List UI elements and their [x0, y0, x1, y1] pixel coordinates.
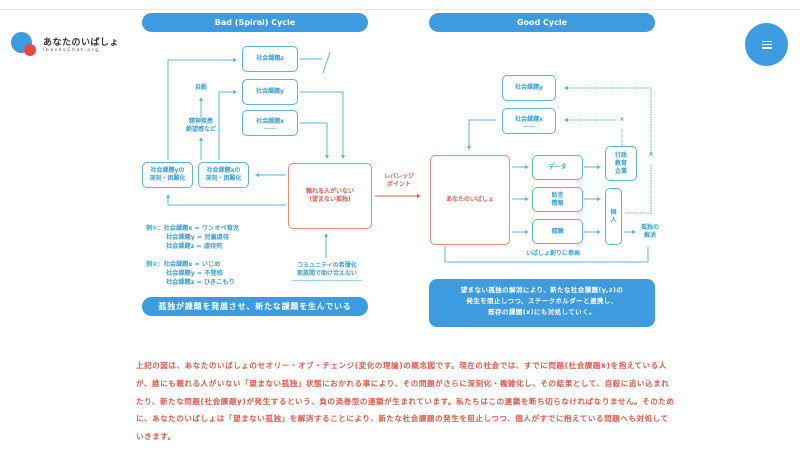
- bad-issue-y-box: 社会課題y: [242, 79, 298, 105]
- bad-issue-z-label: 社会課題z: [256, 55, 284, 62]
- example-2: 例②：社会課題x = いじめ社会課題y = 不登校社会課題z = ひきこもり: [146, 261, 235, 286]
- logo-icon[interactable]: [11, 32, 41, 58]
- bad-issue-z-box: 社会課題z: [242, 46, 298, 72]
- community-label: コミュニティの希薄化家族間で助け合えない: [284, 262, 370, 281]
- participate-label: いばしょ創りに参画: [526, 250, 581, 257]
- hamburger-menu-icon: [761, 40, 772, 49]
- bad-issue-x-label: 社会課題x: [256, 117, 284, 125]
- good-cycle-summary: 望まない孤独の解消により、新たな社会課題(y,z)の 発生を阻止しつつ、ステーク…: [429, 279, 655, 327]
- no-reliance-box: 頼れる人がいない(望まない孤独): [288, 163, 372, 229]
- brand-name[interactable]: あなたのいばしょ: [43, 38, 120, 48]
- cross-mark-1: ×: [619, 116, 625, 123]
- deep-x-box: 社会課題xの深刻・困難化: [198, 162, 249, 188]
- advice-box: 助言情報: [532, 187, 583, 212]
- header-divider: [0, 9, 800, 10]
- cross-mark-2: ×: [648, 151, 654, 158]
- bad-issue-x-box: 社会課題x: [242, 110, 298, 136]
- example-1: 例①：社会課題x = ワンオペ育児社会課題y = 児童虐待社会課題z = 虐待死: [146, 225, 239, 250]
- menu-button[interactable]: [745, 23, 788, 66]
- good-issue-x-box: 社会課題x: [502, 108, 556, 134]
- good-cycle-title: Good Cycle: [429, 13, 655, 32]
- data-box: データ: [532, 155, 583, 180]
- deep-y-box: 社会課題yの深刻・困難化: [142, 162, 193, 188]
- listening-box: 傾聴: [532, 219, 583, 244]
- theory-of-change-description: 上記の図は、あなたのいばしょのセオリー・オブ・チェンジ(変化の理論)の概念図です…: [136, 361, 675, 442]
- bad-cycle-title: Bad (Spiral) Cycle: [142, 13, 368, 32]
- bad-cycle-summary: 孤独が課題を発展させ、新たな課題を生んでいる: [142, 297, 368, 316]
- suicide-label: 自殺: [194, 84, 207, 91]
- loneliness-resolution-label: 孤独の解消: [640, 224, 659, 239]
- anatano-ibasho-box: あなたのいばしょ: [430, 155, 510, 245]
- logo-red-circle: [24, 44, 36, 56]
- good-issue-y-box: 社会課題y: [502, 75, 556, 101]
- sub-label-mark: [264, 127, 276, 129]
- mental-illness-label: 精神疾患絶望感など: [185, 118, 216, 133]
- individual-box: 個人: [605, 188, 622, 245]
- gov-edu-corp-box: 行政教育企業: [605, 146, 637, 181]
- leverage-point-label: レバレッジポイント: [383, 173, 414, 188]
- brand-url: IbashoChat.org: [43, 48, 100, 53]
- bad-issue-y-label: 社会課題y: [256, 88, 284, 95]
